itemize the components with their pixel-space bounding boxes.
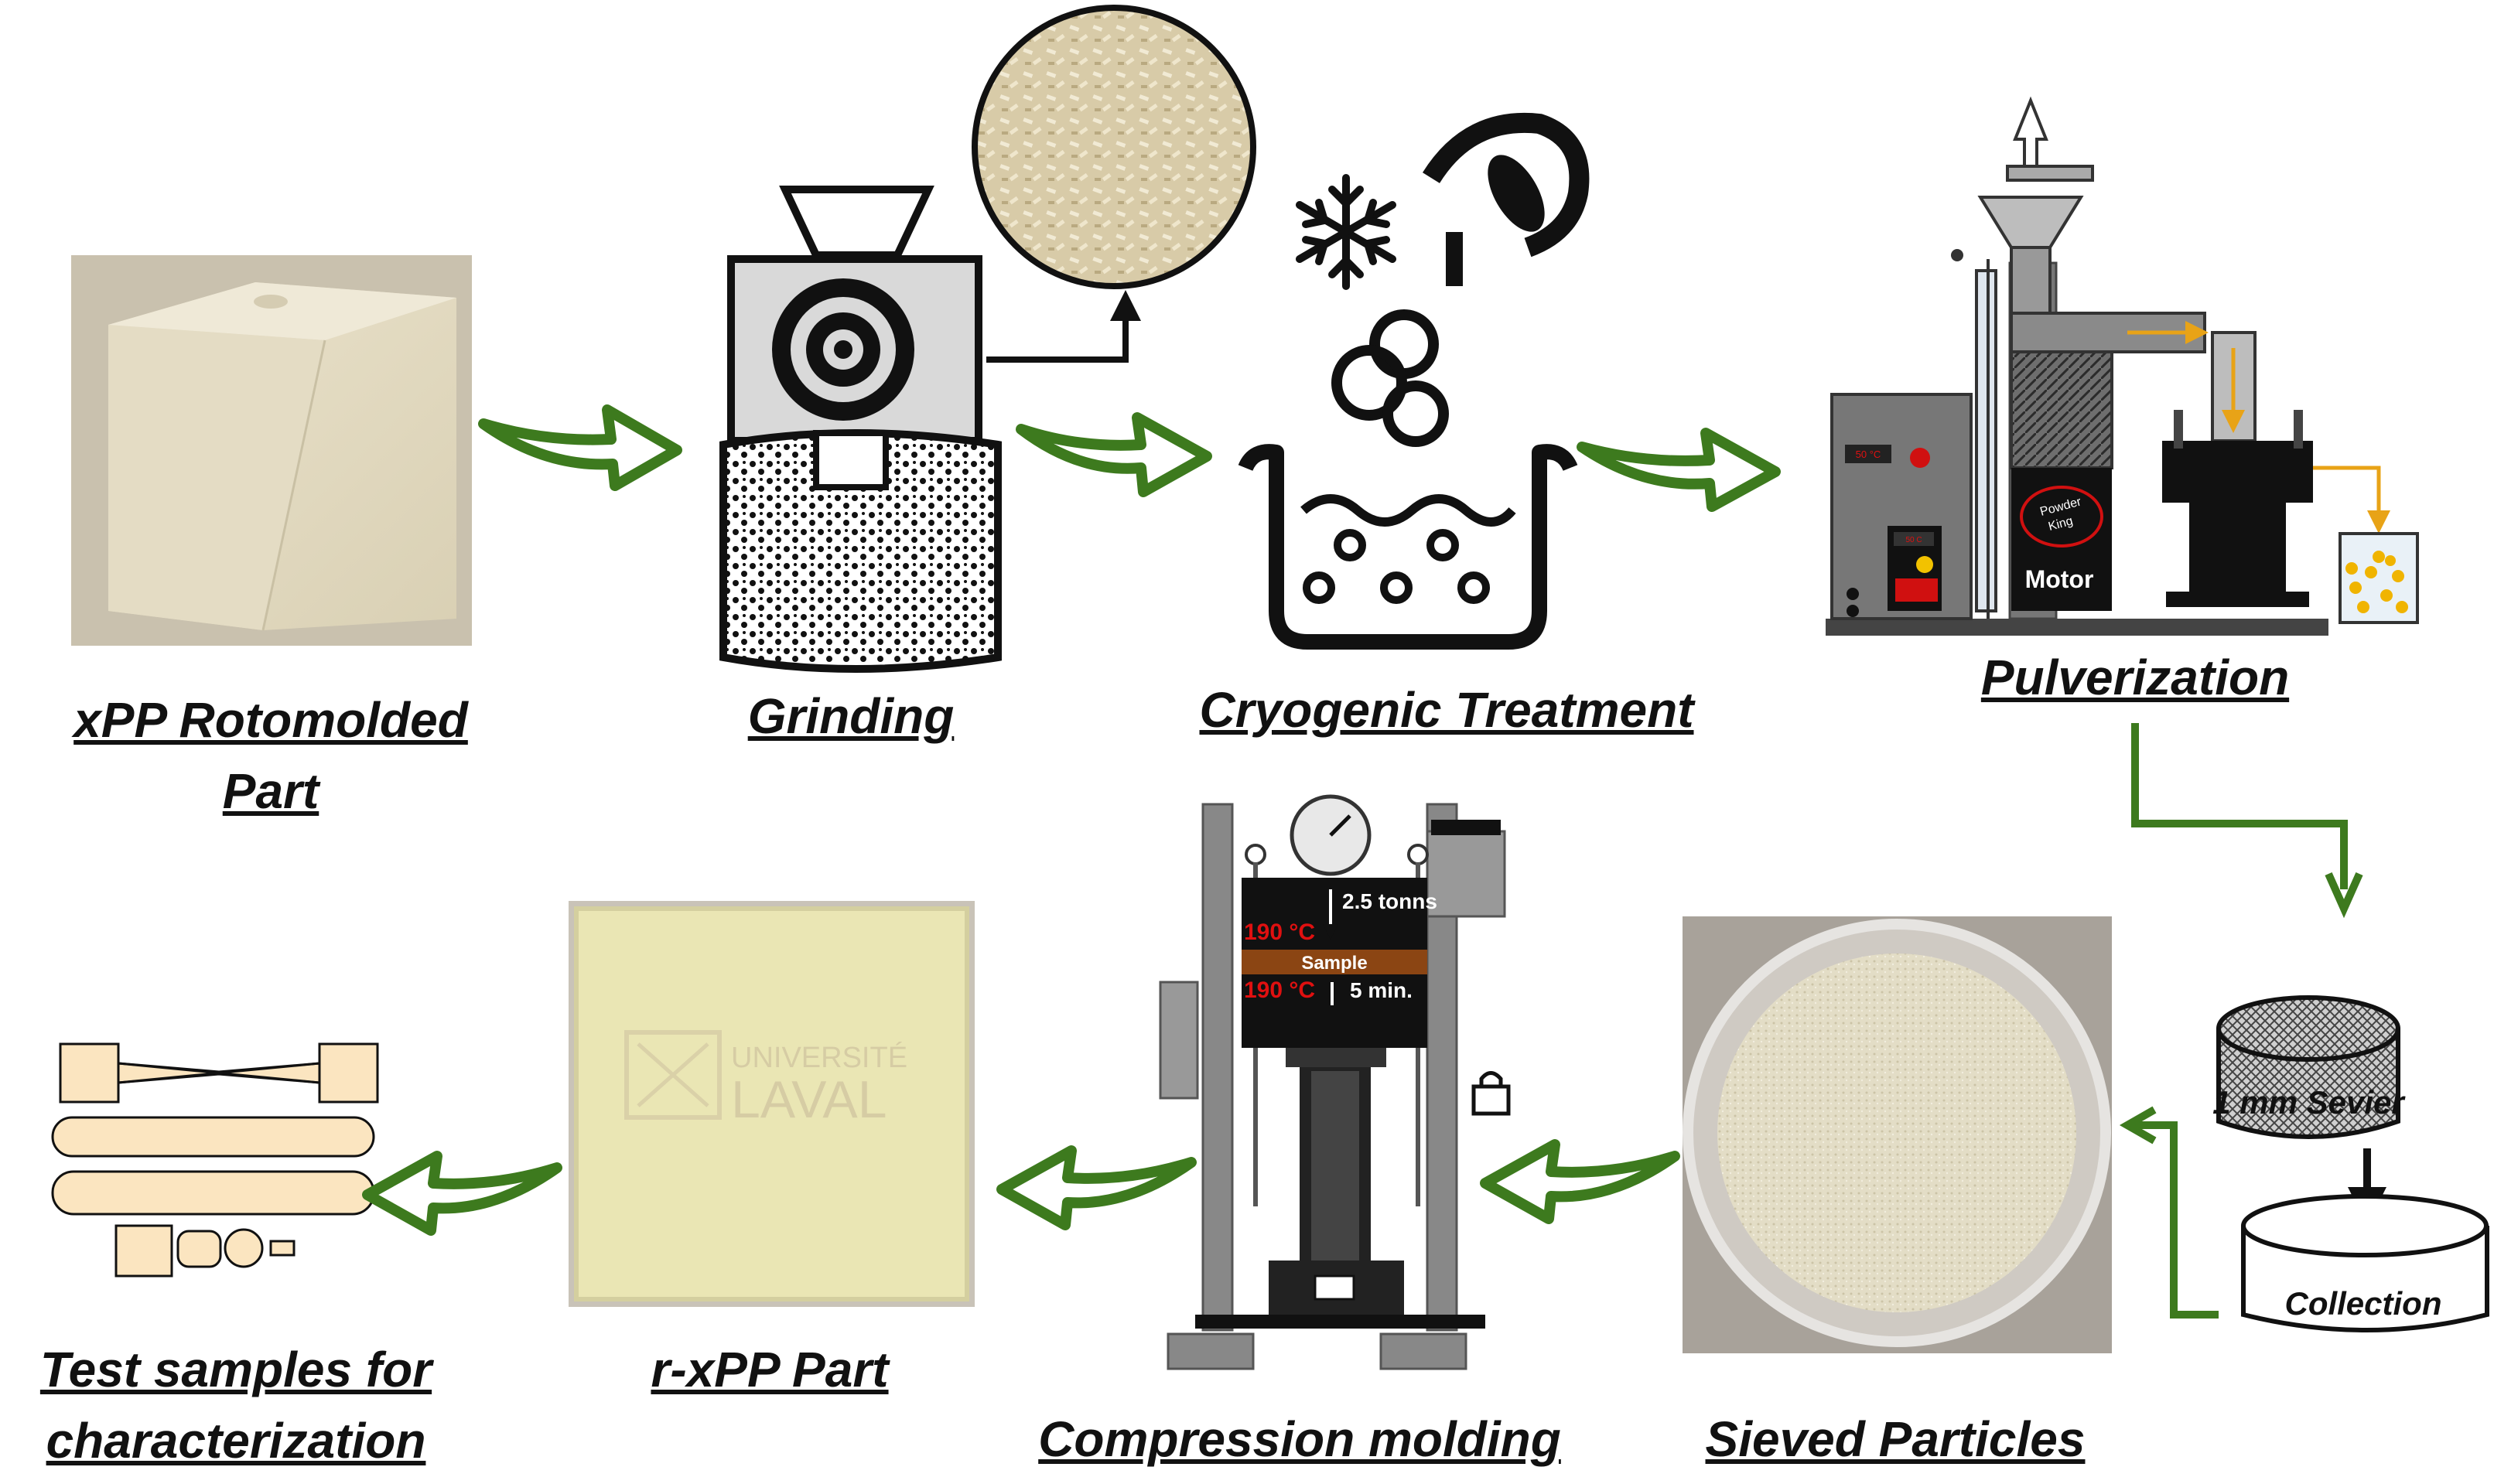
compression-press-icon: 190 °C 2.5 tonns Sample 190 °C 5 min. bbox=[1159, 794, 1511, 1370]
label-xpp-part: xPP Rotomolded Part bbox=[54, 684, 487, 827]
svg-text:1 mm Sevier: 1 mm Sevier bbox=[2212, 1084, 2406, 1121]
pulverizer-adjust-button[interactable] bbox=[1895, 578, 1938, 602]
label-xpp-line1: xPP Rotomolded bbox=[73, 692, 468, 748]
arrow-left-1 bbox=[1480, 1139, 1680, 1224]
vapor-cloud-icon bbox=[1331, 309, 1449, 447]
powder-king-badge bbox=[2020, 486, 2103, 548]
label-grinding: Grinding bbox=[747, 688, 955, 744]
svg-text:Collection: Collection bbox=[2284, 1285, 2441, 1322]
grinder-icon bbox=[719, 186, 1141, 673]
label-pulverization: Pulverization bbox=[1980, 650, 2290, 705]
ground-flakes-photo bbox=[972, 5, 1256, 289]
lock-icon bbox=[1471, 1071, 1511, 1116]
collection-container-icon: Collection bbox=[2241, 1194, 2489, 1332]
arrow-left-3 bbox=[362, 1151, 562, 1236]
label-test-samples: Test samples for characterization bbox=[8, 1334, 464, 1476]
sieved-particles-photo bbox=[1683, 916, 2112, 1353]
svg-text:UNIVERSITÉ: UNIVERSITÉ bbox=[731, 1041, 907, 1074]
university-seal-watermark: UNIVERSITÉ LAVAL bbox=[624, 1030, 907, 1129]
xpp-part-photo bbox=[71, 255, 472, 646]
svg-text:LAVAL: LAVAL bbox=[731, 1070, 887, 1129]
label-test-line2: characterization bbox=[46, 1413, 426, 1469]
rxpp-part-photo: UNIVERSITÉ LAVAL bbox=[569, 901, 975, 1307]
pulverizer-start-button[interactable] bbox=[1916, 556, 1933, 573]
pulverizer-machine: 50 °C 50 C Powder King Motor bbox=[1826, 96, 2419, 636]
svg-text:Sample: Sample bbox=[1301, 953, 1367, 974]
svg-text:Motor: Motor bbox=[2025, 565, 2094, 593]
label-cryogenic-treatment: Cryogenic Treatment bbox=[1199, 682, 1694, 738]
test-samples-icon bbox=[51, 1042, 379, 1278]
connector-arrows bbox=[2119, 723, 2363, 1319]
liquid-nitrogen-pour-icon bbox=[1422, 112, 1590, 286]
svg-text:5 min.: 5 min. bbox=[1350, 978, 1413, 1002]
sieve-icon: 1 mm Sevier bbox=[2212, 995, 2406, 1226]
cryo-bath-icon bbox=[1238, 444, 1578, 650]
svg-text:190 °C: 190 °C bbox=[1244, 977, 1315, 1003]
label-xpp-line2: Part bbox=[222, 763, 319, 819]
snowflake-icon bbox=[1296, 174, 1396, 290]
svg-text:190 °C: 190 °C bbox=[1244, 919, 1315, 945]
label-sieved-particles: Sieved Particles bbox=[1705, 1411, 2086, 1467]
label-test-line1: Test samples for bbox=[39, 1342, 432, 1397]
svg-text:50 C: 50 C bbox=[1905, 536, 1922, 544]
label-compression-molding: Compression molding bbox=[1038, 1411, 1561, 1467]
pulverizer-temp-display bbox=[1845, 445, 1891, 463]
arrow-right-2 bbox=[1016, 412, 1212, 497]
arrow-right-1 bbox=[478, 404, 682, 491]
arrow-right-3 bbox=[1577, 428, 1781, 512]
pulverizer-power-button[interactable] bbox=[1910, 448, 1930, 468]
svg-text:2.5 tonns: 2.5 tonns bbox=[1342, 889, 1437, 913]
process-arrows bbox=[362, 404, 1781, 1236]
arrow-left-2 bbox=[996, 1145, 1197, 1230]
label-rxpp-part: r-xPP Part bbox=[651, 1342, 889, 1397]
svg-text:50 °C: 50 °C bbox=[1856, 449, 1881, 460]
